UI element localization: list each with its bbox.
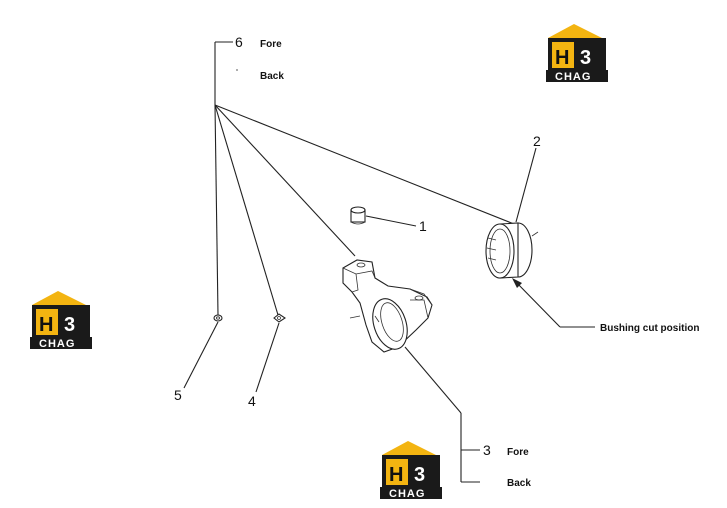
- part-5-nut: [213, 314, 223, 322]
- part-3-yoke: [342, 259, 433, 353]
- logo-brand: CHAG: [39, 338, 75, 350]
- watermark-logo-left: H 3 CHAG: [30, 291, 92, 350]
- logo-brand: CHAG: [555, 71, 591, 83]
- leader-2: [515, 147, 537, 223]
- label-fore-3: Fore: [507, 447, 529, 458]
- logo-mark-3: 3: [580, 47, 591, 69]
- watermark-logo-bottom: H 3 CHAG: [380, 441, 442, 500]
- bushing-cut-arrow: [512, 278, 595, 328]
- callout-1: 1: [419, 218, 427, 234]
- part-2-bushing: [485, 222, 539, 279]
- label-back-3: Back: [507, 478, 531, 489]
- callout-3: 3: [483, 442, 491, 458]
- callout-6: 6: [235, 34, 243, 50]
- callout-2: 2: [533, 133, 541, 149]
- part-1-pin: [350, 206, 366, 225]
- logo-brand: CHAG: [389, 488, 425, 500]
- logo-mark-h: H: [389, 464, 403, 486]
- leader-lines-6: [214, 104, 515, 316]
- label-bushing-cut-position: Bushing cut position: [600, 323, 699, 334]
- label-fore-6: Fore: [260, 39, 282, 50]
- callout-3-bracket: [404, 346, 480, 483]
- logo-mark-3: 3: [414, 464, 425, 486]
- logo-mark-h: H: [555, 47, 569, 69]
- watermark-logo-top-right: H 3 CHAG: [546, 24, 608, 83]
- callout-6-bracket: [214, 41, 238, 105]
- leader-1: [365, 215, 417, 227]
- callout-4: 4: [248, 393, 256, 409]
- leader-5: [183, 321, 219, 389]
- label-back-6: Back: [260, 71, 284, 82]
- leader-4: [255, 322, 280, 393]
- logo-mark-3: 3: [64, 314, 75, 336]
- part-4-fitting: [273, 313, 286, 323]
- logo-mark-h: H: [39, 314, 53, 336]
- callout-5: 5: [174, 387, 182, 403]
